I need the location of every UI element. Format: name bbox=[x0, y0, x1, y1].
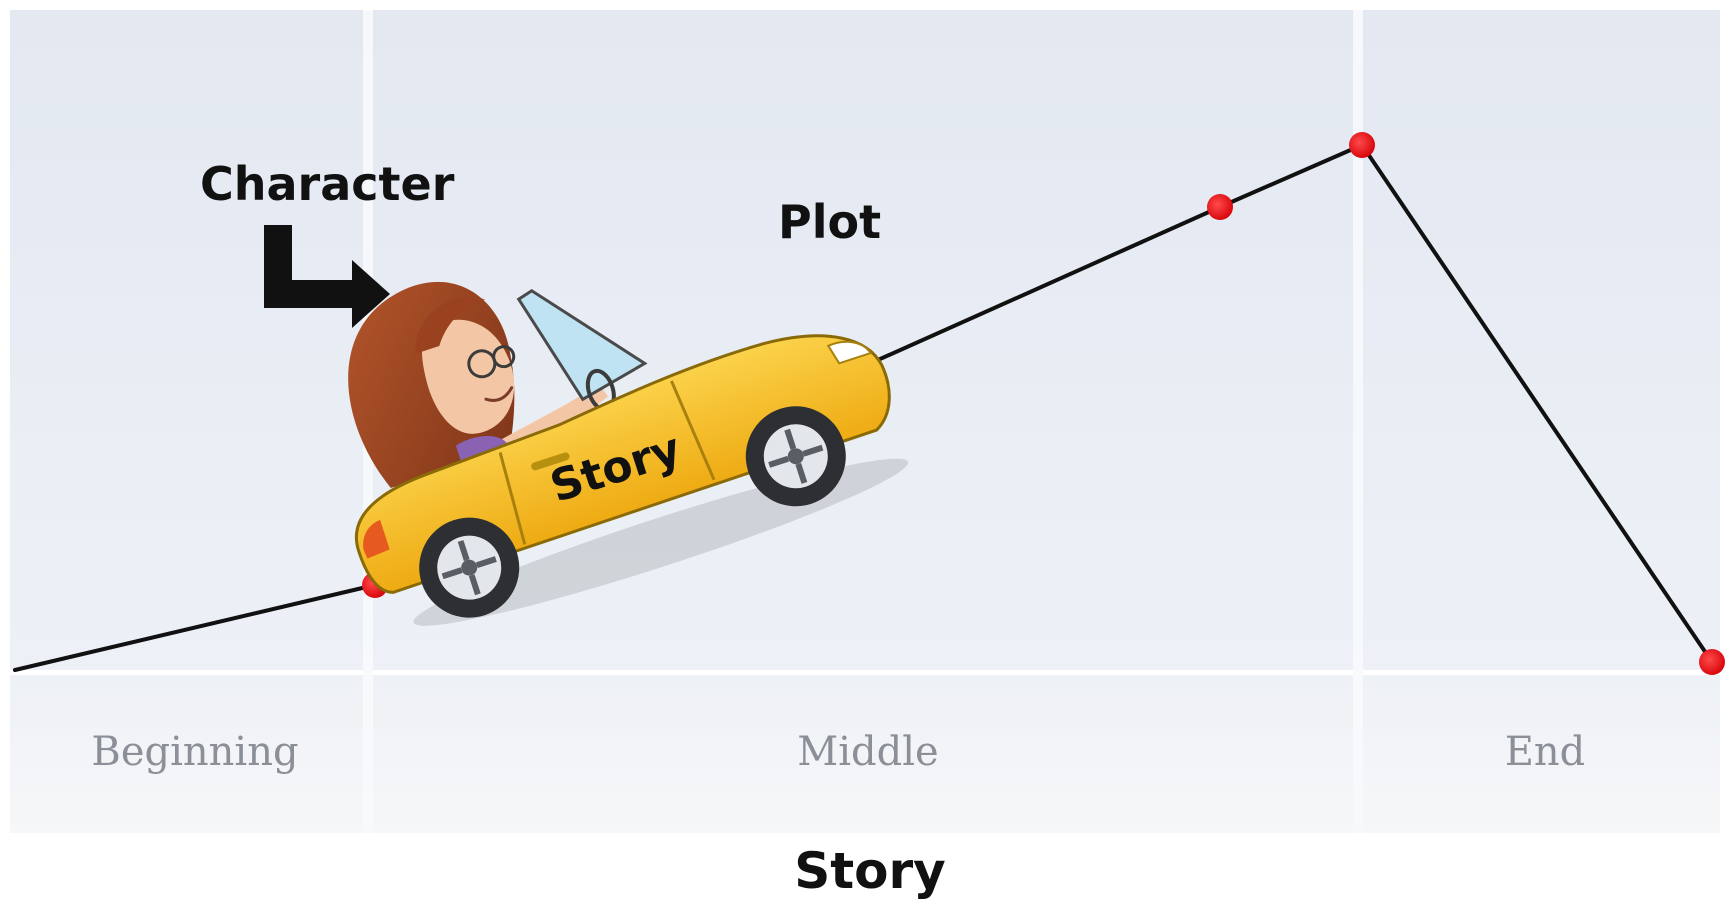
footer-story-label: Story bbox=[794, 842, 946, 900]
character-arrow-icon bbox=[264, 225, 390, 328]
section-label-band bbox=[10, 675, 1720, 833]
rear-wheel-icon bbox=[419, 517, 520, 618]
driver-illustration bbox=[348, 281, 609, 488]
front-wheel-icon bbox=[745, 406, 846, 507]
chart-panel bbox=[10, 10, 1720, 833]
divider-middle-end bbox=[1353, 10, 1363, 833]
plot-label: Plot bbox=[778, 195, 881, 249]
car-illustration: Story bbox=[348, 281, 909, 626]
plot-point-climax bbox=[1349, 132, 1375, 158]
section-label-middle: Middle bbox=[797, 729, 938, 775]
section-label-end: End bbox=[1505, 729, 1586, 775]
section-label-beginning: Beginning bbox=[91, 729, 298, 775]
plot-point-rising bbox=[1207, 194, 1233, 220]
plot-point-resolution bbox=[1699, 649, 1725, 675]
character-label: Character bbox=[200, 157, 455, 211]
